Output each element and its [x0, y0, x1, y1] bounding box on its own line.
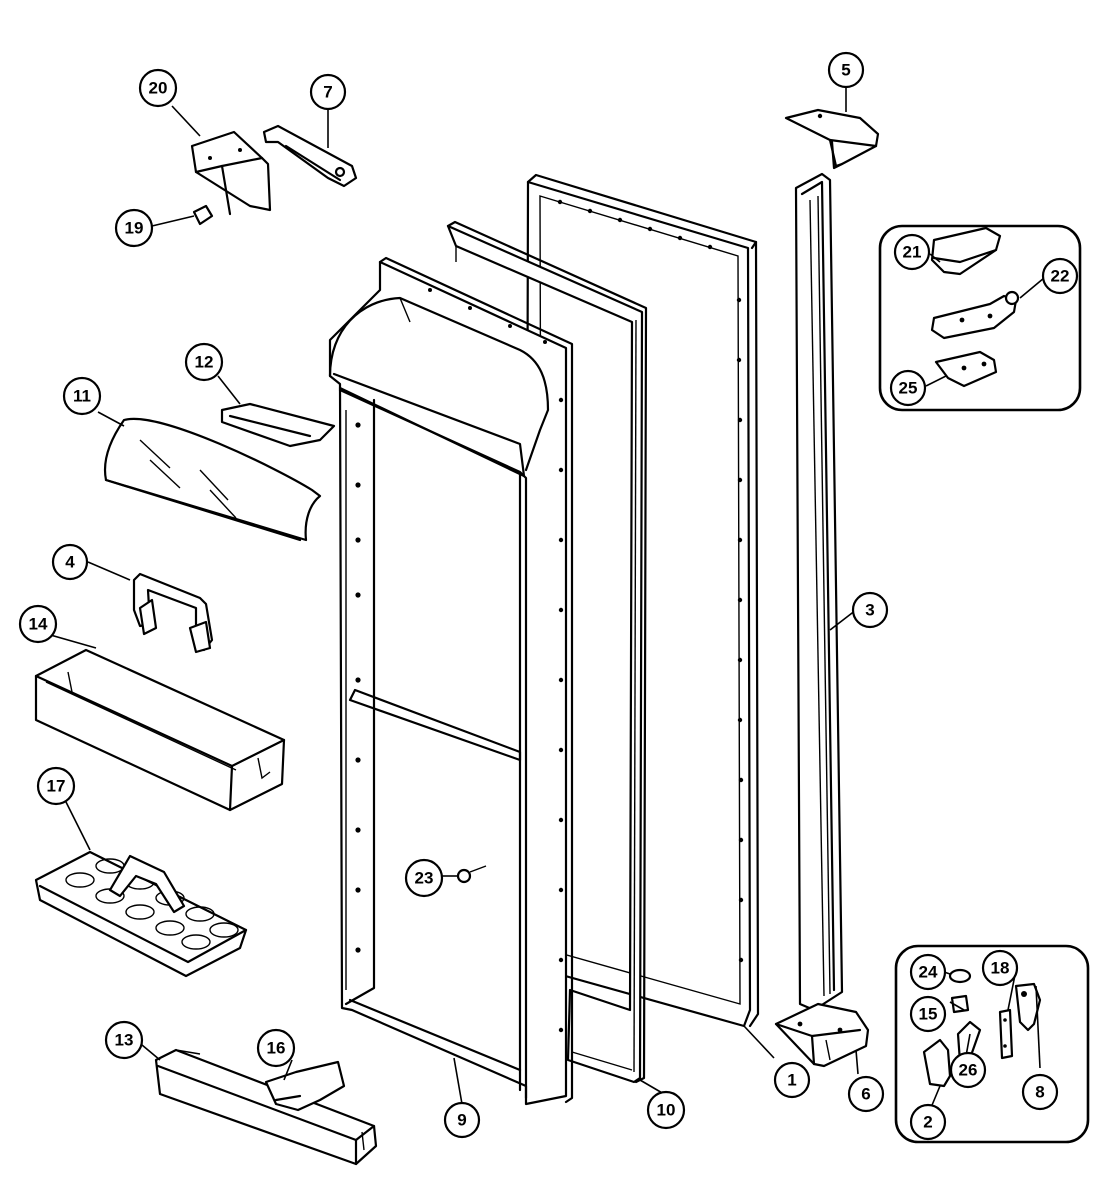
part-door-gasket	[446, 220, 648, 1084]
svg-text:7: 7	[323, 83, 332, 102]
callout-17: 17	[36, 766, 76, 806]
callout-16: 16	[256, 1028, 296, 1068]
part-top-trim-cap	[784, 108, 880, 170]
callout-20: 20	[138, 68, 178, 108]
svg-text:26: 26	[959, 1061, 978, 1080]
svg-text:17: 17	[47, 777, 66, 796]
callout-21: 21	[893, 233, 931, 271]
callout-26: 26	[949, 1051, 987, 1089]
svg-text:18: 18	[991, 959, 1010, 978]
callout-14: 14	[18, 604, 58, 644]
callout-1: 1	[773, 1061, 811, 1099]
part-dairy-cover	[103, 417, 322, 542]
hinge-cover-group	[878, 224, 1082, 412]
svg-text:24: 24	[919, 963, 938, 982]
callout-10: 10	[646, 1090, 686, 1130]
svg-text:10: 10	[657, 1101, 676, 1120]
part-bottom-trim-cap	[774, 1002, 870, 1068]
svg-text:22: 22	[1051, 267, 1070, 286]
callout-25: 25	[889, 369, 927, 407]
callout-18: 18	[981, 949, 1019, 987]
callout-2: 2	[909, 1103, 947, 1141]
svg-text:3: 3	[865, 601, 874, 620]
svg-text:23: 23	[415, 869, 434, 888]
svg-text:14: 14	[29, 615, 48, 634]
part-handle-bracket	[132, 572, 214, 654]
callout-6: 6	[847, 1075, 885, 1113]
part-plug-button	[456, 865, 487, 884]
callout-15: 15	[909, 995, 947, 1033]
callout-9: 9	[443, 1101, 481, 1139]
svg-text:1: 1	[787, 1071, 796, 1090]
svg-text:21: 21	[903, 243, 922, 262]
part-door-liner	[328, 256, 574, 1106]
callout-22: 22	[1041, 257, 1079, 295]
part-hinge-assembly	[190, 124, 358, 226]
svg-text:5: 5	[841, 61, 850, 80]
svg-text:6: 6	[861, 1085, 870, 1104]
svg-text:25: 25	[899, 379, 918, 398]
svg-text:9: 9	[457, 1111, 466, 1130]
svg-text:19: 19	[125, 219, 144, 238]
svg-text:11: 11	[73, 387, 91, 406]
svg-text:16: 16	[267, 1039, 286, 1058]
part-egg-tray	[34, 850, 248, 978]
callout-4: 4	[51, 543, 89, 581]
svg-text:8: 8	[1035, 1083, 1044, 1102]
svg-text:4: 4	[65, 553, 75, 572]
part-small-tray	[220, 402, 336, 448]
callout-19: 19	[114, 208, 154, 248]
part-bin-retainer	[264, 1060, 346, 1112]
callout-24: 24	[909, 953, 947, 991]
part-door-bin	[34, 648, 286, 812]
callout-3: 3	[851, 591, 889, 629]
svg-text:15: 15	[919, 1005, 938, 1024]
callout-7: 7	[309, 73, 347, 111]
callout-5: 5	[827, 51, 865, 89]
svg-text:20: 20	[149, 79, 168, 98]
leader-lines	[39, 86, 1045, 1111]
callout-13: 13	[104, 1020, 144, 1060]
svg-text:13: 13	[115, 1031, 134, 1050]
callout-23: 23	[404, 858, 444, 898]
callout-11: 11	[62, 376, 102, 416]
svg-text:12: 12	[195, 353, 214, 372]
hinge-hardware-group	[894, 944, 1090, 1144]
callout-12: 12	[184, 342, 224, 382]
part-door-trim-strip	[794, 172, 844, 1012]
callout-8: 8	[1021, 1073, 1059, 1111]
part-lower-bin	[154, 1048, 378, 1166]
svg-text:2: 2	[923, 1113, 932, 1132]
